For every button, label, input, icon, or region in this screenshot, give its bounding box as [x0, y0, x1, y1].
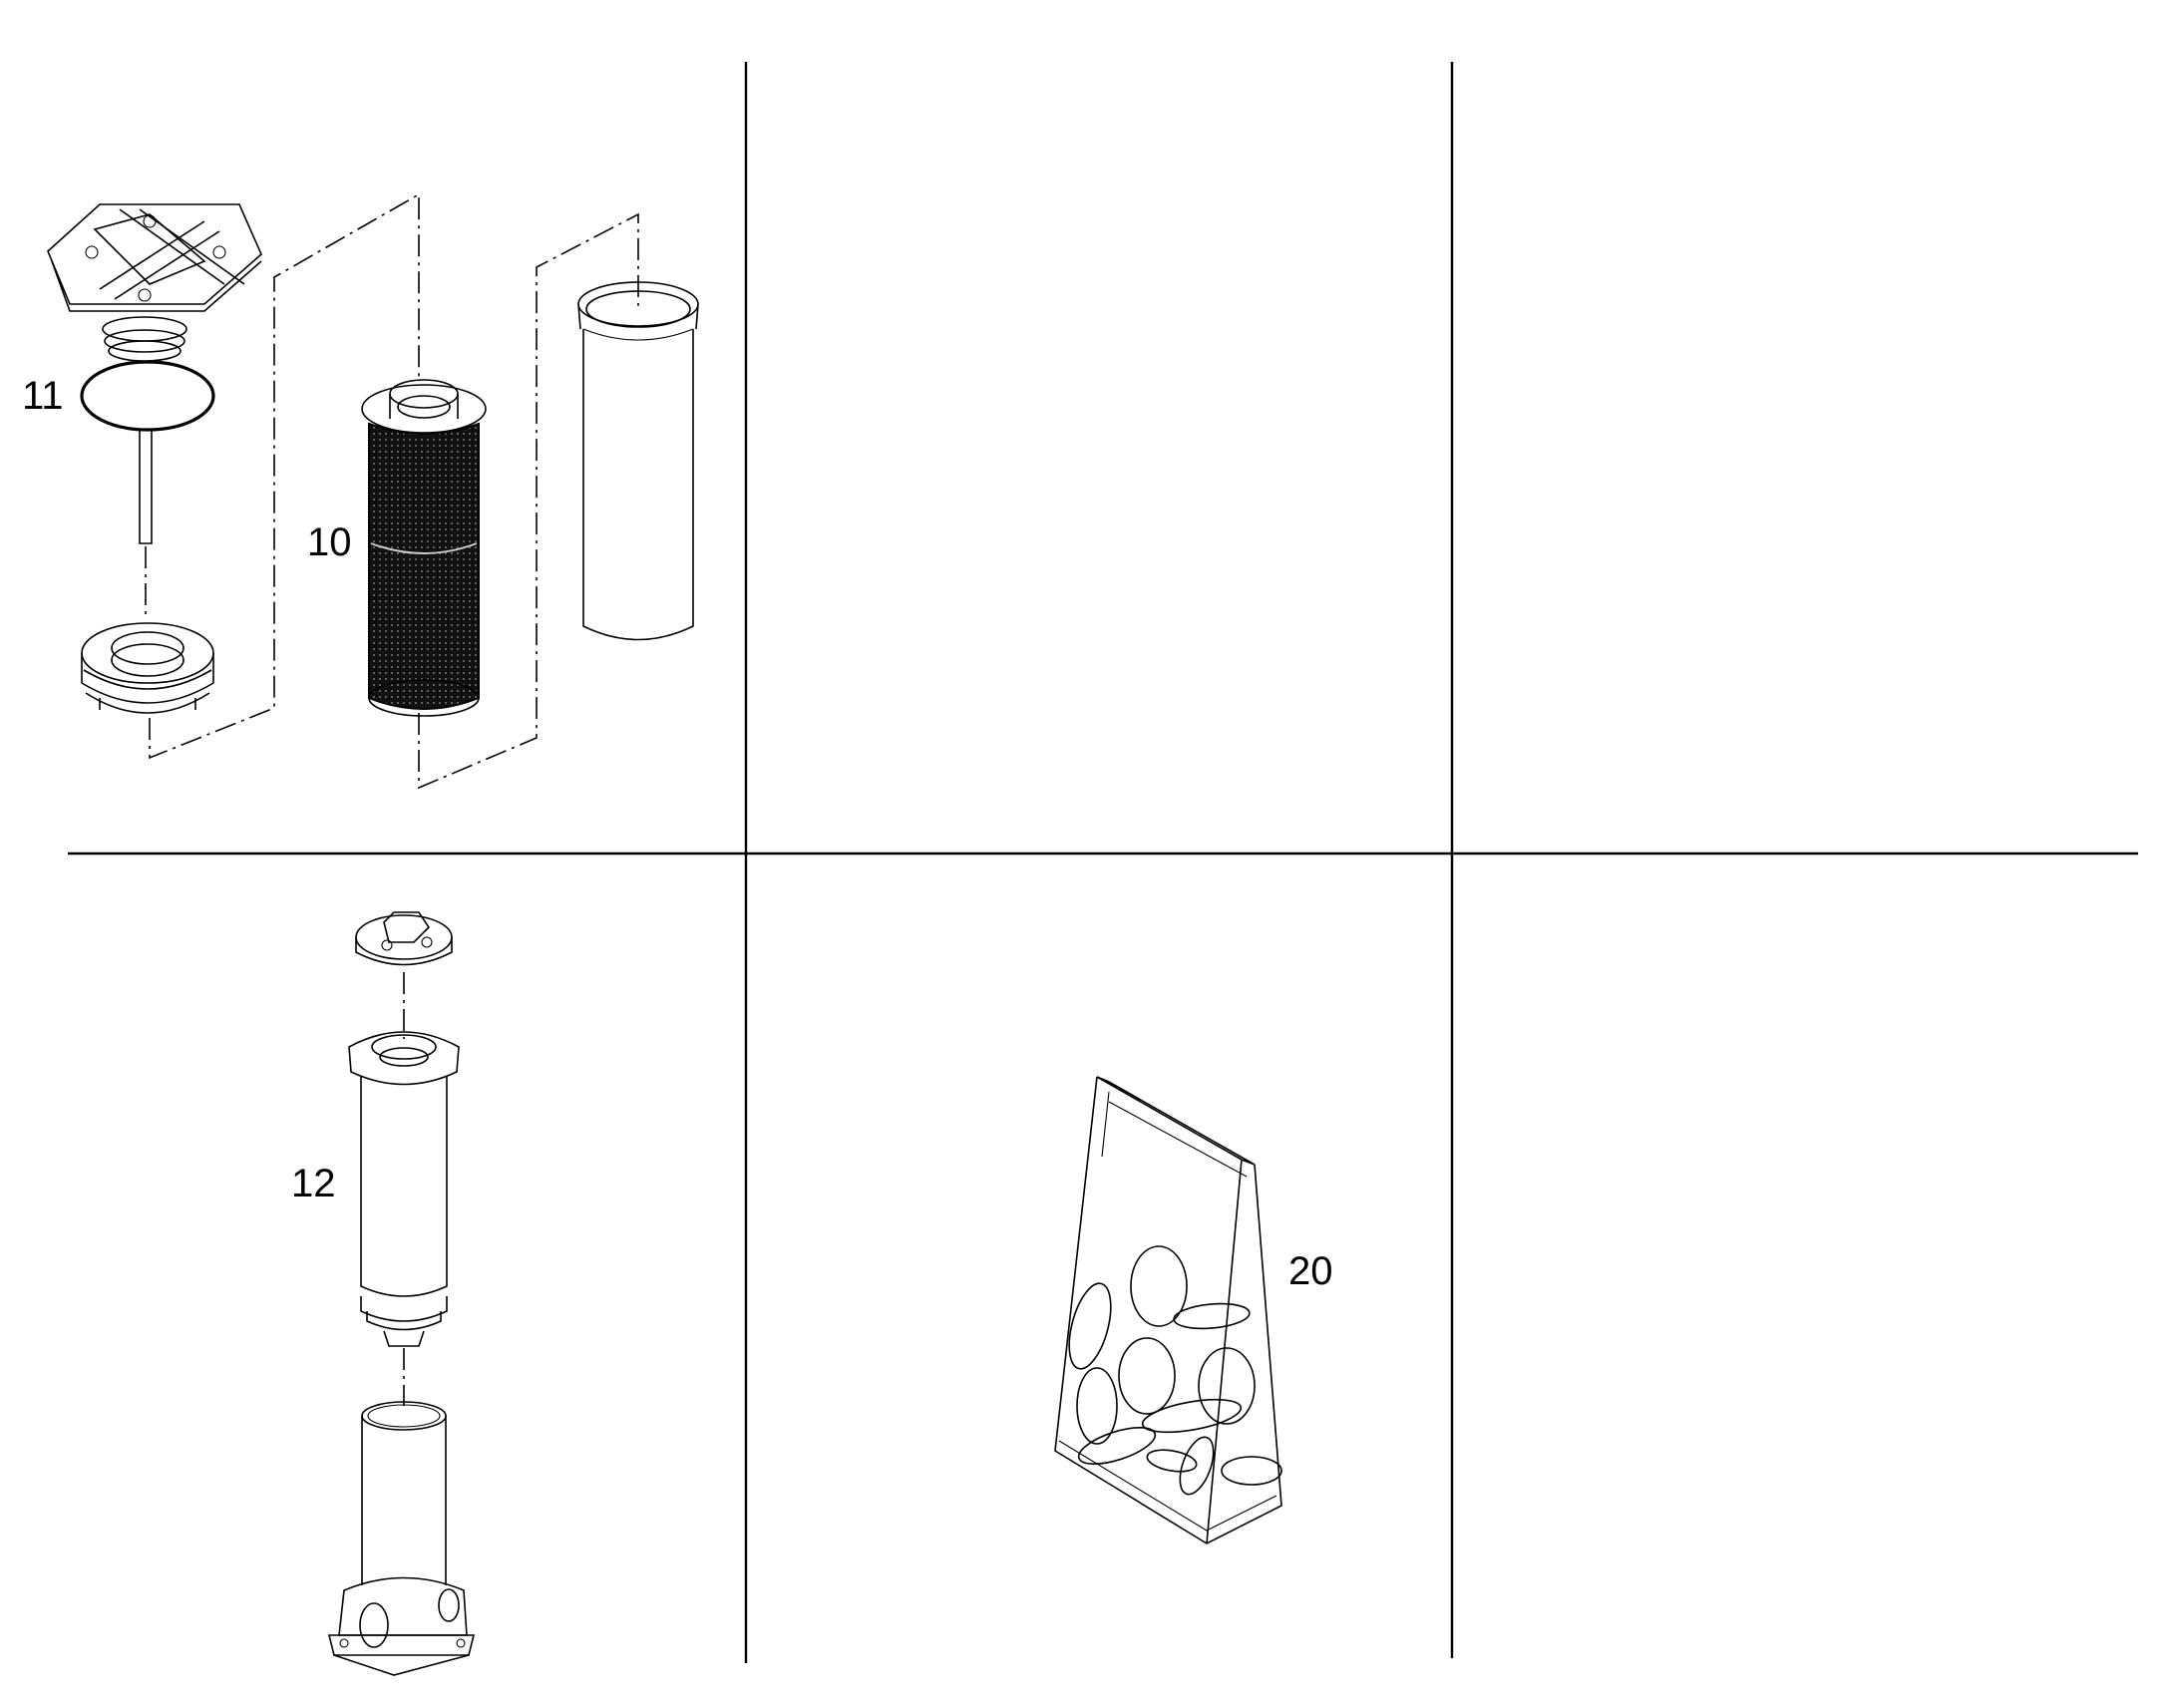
grid-lines	[68, 62, 2138, 1663]
label-item-10: 10	[307, 520, 352, 564]
filter-element-10	[361, 379, 487, 717]
filter-bowl	[577, 281, 699, 641]
inline-filter-assembly	[327, 911, 476, 1676]
o-ring-11	[80, 360, 215, 432]
filter-cap-assembly	[47, 192, 639, 790]
label-item-11: 11	[22, 374, 64, 418]
seal-kit-bag-20	[1054, 1076, 1282, 1544]
label-item-20: 20	[1288, 1249, 1333, 1293]
label-item-12: 12	[291, 1162, 336, 1205]
